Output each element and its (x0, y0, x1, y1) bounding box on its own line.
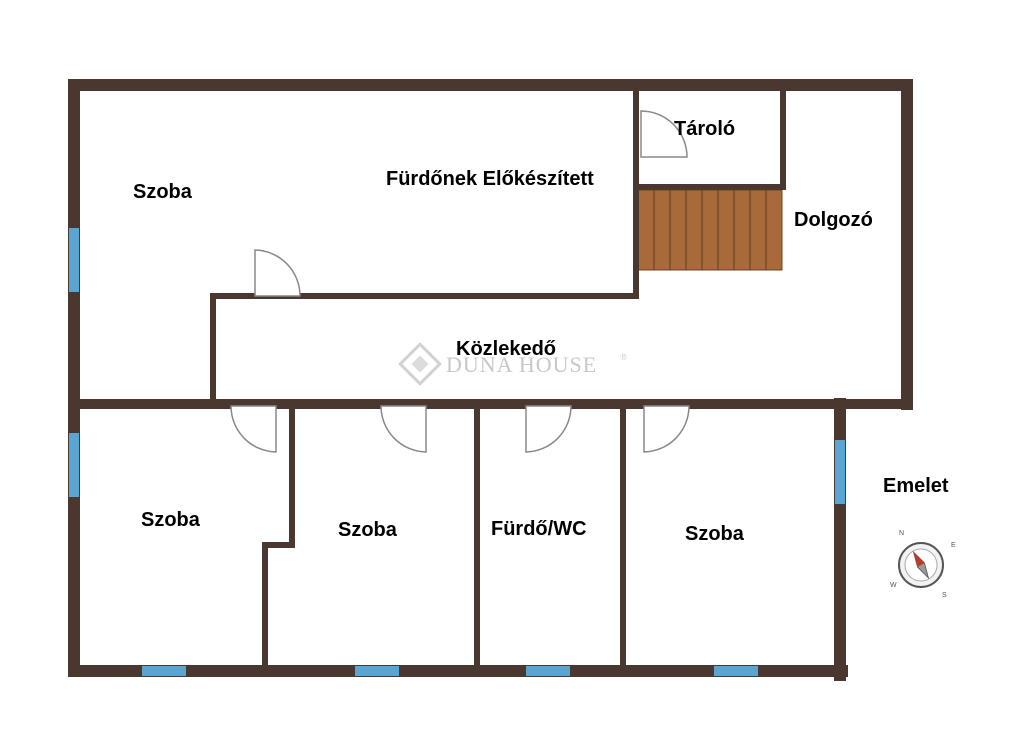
compass-e: E (951, 542, 956, 549)
window-left-upper (69, 228, 79, 292)
room-label-szoba-s2: Szoba (338, 519, 398, 541)
window-bottom-1 (142, 666, 186, 676)
window-bottom-4 (714, 666, 758, 676)
room-label-tarolo: Tároló (674, 118, 735, 140)
watermark-registered: ® (620, 352, 628, 362)
room-label-szoba-se: Szoba (685, 523, 745, 545)
room-label-dolgozo: Dolgozó (794, 209, 873, 231)
compass-n: N (899, 530, 904, 537)
door-szoba-se (643, 405, 690, 453)
door-prep-room (254, 249, 301, 297)
duna-house-logo-icon (398, 342, 442, 386)
wall-storage (633, 88, 786, 190)
floor-label: Emelet (883, 475, 949, 497)
door-storage (640, 110, 688, 158)
watermark-text: DUNA HOUSE (446, 352, 597, 377)
room-label-kozlekedo: Közlekedő (456, 338, 556, 360)
room-label-furdo-wc: Fürdő/WC (491, 518, 587, 540)
wall-outer-top (68, 79, 913, 410)
room-label-szoba-nw: Szoba (133, 181, 193, 203)
door-szoba-s2 (380, 405, 427, 453)
room-label-furdonek-elokeszitett: Fürdőnek Előkészített (386, 168, 594, 190)
door-furdo-wc (525, 405, 572, 453)
doors (230, 110, 690, 453)
wall-divider-1 (262, 406, 295, 669)
compass-s: S (942, 592, 947, 599)
window-bottom-3 (526, 666, 570, 676)
windows (69, 228, 845, 676)
room-label-szoba-sw: Szoba (141, 509, 201, 531)
compass-w: W (890, 582, 897, 589)
door-szoba-sw (230, 405, 277, 453)
window-left-lower (69, 433, 79, 497)
compass-icon: N E S W (890, 530, 956, 599)
stair-steps (653, 190, 767, 270)
staircase (637, 189, 783, 271)
window-bottom-2 (355, 666, 399, 676)
window-right (835, 440, 845, 504)
